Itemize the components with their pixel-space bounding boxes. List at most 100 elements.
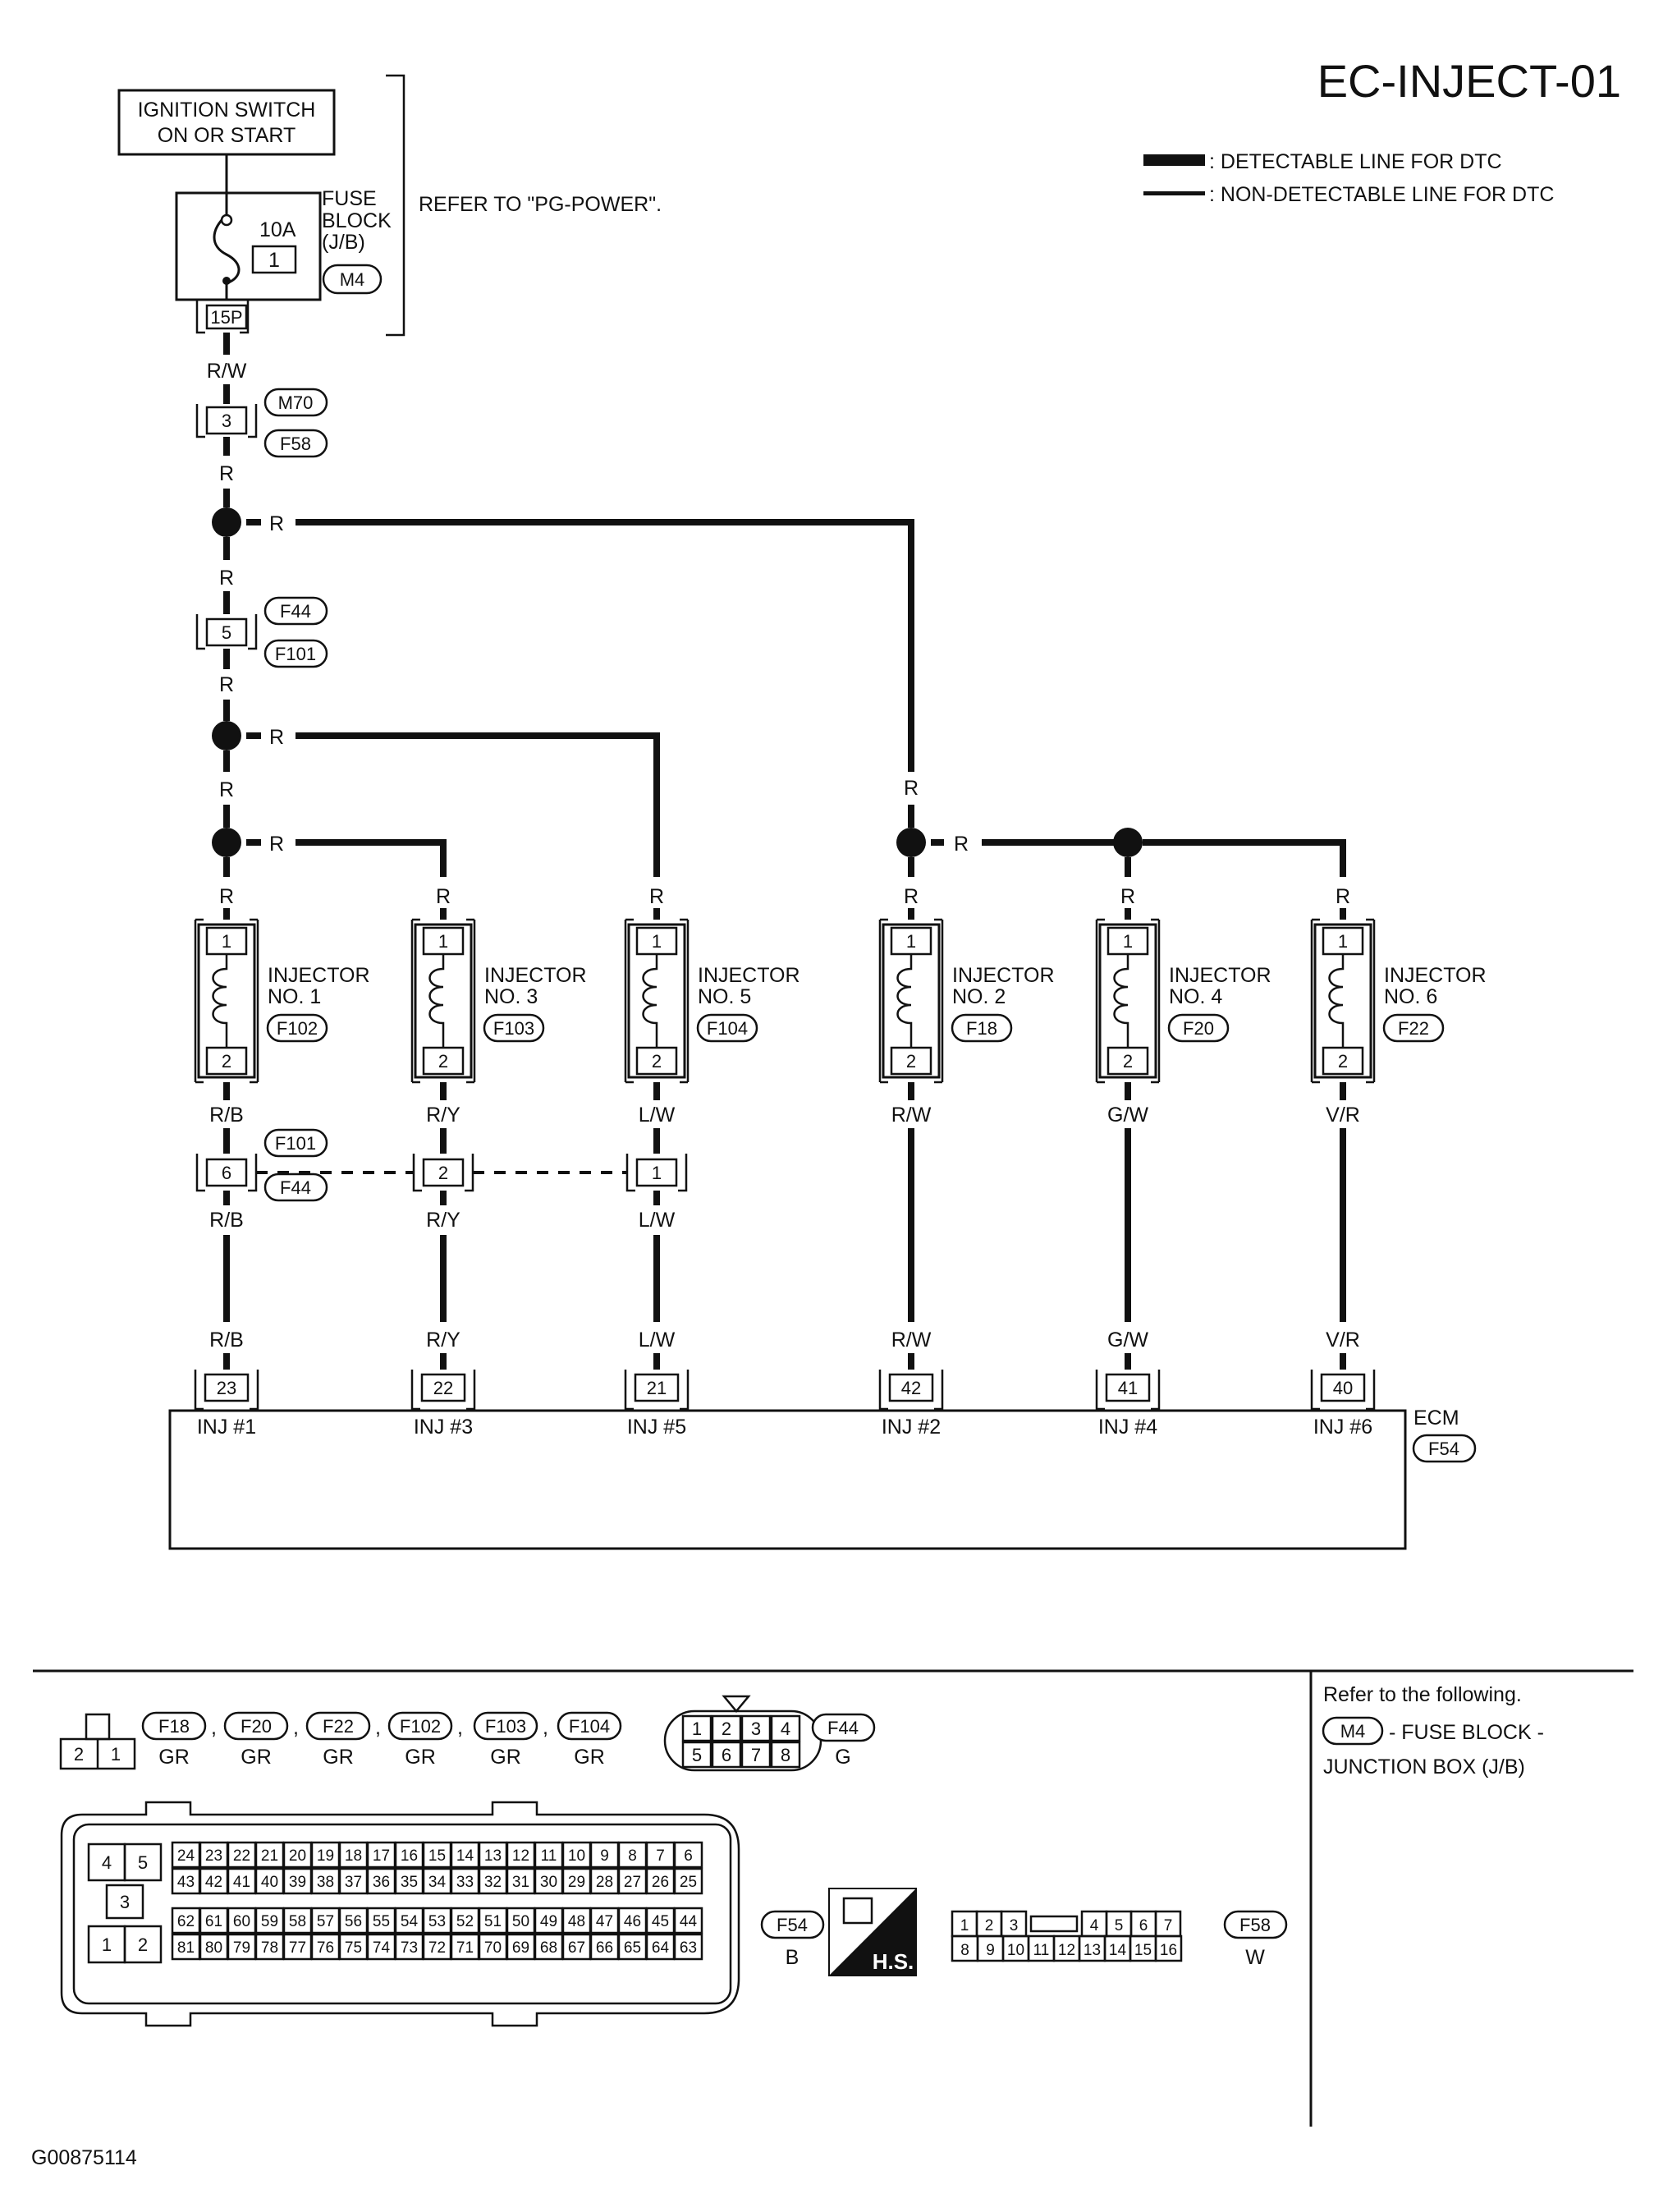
connector-f101-6-bracket [195, 1154, 258, 1192]
ecm-pin: 12 [512, 1847, 529, 1865]
f58-pin: 6 [1139, 1917, 1148, 1934]
ecm-terminal-box [1320, 1373, 1366, 1402]
wire-color-injector-out: R/B [209, 1104, 244, 1127]
connector-f44-5-pin: 5 [222, 622, 231, 643]
wire-color-r-injector-feed: R [649, 885, 664, 908]
ecm-pin: 48 [568, 1913, 585, 1930]
f58-pin: 1 [960, 1917, 969, 1934]
injector-coil-icon [642, 954, 658, 1048]
ignition-switch-line2: ON OR START [158, 124, 296, 147]
ecm-pin: 40 [261, 1874, 278, 1891]
f44-pin: 1 [692, 1719, 702, 1739]
fuse-block-label-3: (J/B) [322, 231, 365, 254]
injector-bracket [624, 918, 690, 1084]
f44-pin: 4 [781, 1719, 790, 1739]
connector-f44-5-box [205, 617, 248, 647]
ecm-pin: 38 [317, 1874, 334, 1891]
f58-pin-cell [1154, 1934, 1183, 1962]
inj-connector-color: GR [241, 1746, 272, 1769]
ecm-pin: 9 [600, 1847, 609, 1865]
wire-color-ecm-in: R/Y [426, 1329, 460, 1352]
inj-connector-id: F18 [158, 1716, 190, 1737]
fuse-block-connector-id: M4 [340, 269, 365, 290]
wire-color-injector-out: V/R [1326, 1104, 1360, 1127]
f44-pin-cell [770, 1741, 801, 1769]
ecm-pin: 6 [684, 1847, 693, 1865]
ecm-pin: 56 [345, 1913, 362, 1930]
f58-pin: 4 [1090, 1917, 1099, 1934]
wire-color-rw: R/W [207, 360, 247, 383]
inj-connector-separator: , [293, 1716, 299, 1739]
ecm-pin-cell [673, 1907, 703, 1934]
ecm-terminal-bracket [878, 1370, 944, 1411]
injector-connector-id: F103 [493, 1018, 534, 1039]
splice-1 [212, 507, 241, 537]
inj-connector-id: F104 [569, 1716, 610, 1737]
ecm-connector-inner [72, 1823, 732, 2005]
ecm-pin: 33 [456, 1874, 474, 1891]
wire-color-r-injector-feed: R [1336, 885, 1350, 908]
ecm-pin: 22 [233, 1847, 250, 1865]
f44-pin-cell [681, 1714, 712, 1742]
f54-connector-id: F54 [777, 1915, 808, 1935]
ecm-terminal-bracket [194, 1370, 259, 1411]
ecm-pin: 50 [512, 1913, 529, 1930]
ecm-pin: 80 [205, 1939, 222, 1957]
connector-m70-id: M70 [278, 392, 314, 413]
inj-connector-tag [141, 1711, 207, 1741]
connector-f101-2-bracket [412, 1154, 474, 1192]
injector-body [414, 923, 473, 1079]
f44-connector-tag [811, 1713, 876, 1742]
injector-label-1: INJECTOR [1384, 964, 1487, 987]
ecm-pin: 20 [289, 1847, 306, 1865]
f58-pin: 3 [1010, 1917, 1019, 1934]
injector-pin-top: 1 [1338, 931, 1348, 952]
wire-color-r-2: R [269, 512, 284, 535]
f58-pin: 12 [1058, 1942, 1075, 1959]
inj-connector-tag [223, 1711, 289, 1741]
legend-detectable-label: : DETECTABLE LINE FOR DTC [1209, 150, 1502, 173]
ecm-pin: 74 [373, 1939, 391, 1957]
connector-f101-2-box [422, 1158, 465, 1187]
connector-f44-id-lower: F44 [280, 1177, 311, 1198]
ecm-pin: 58 [289, 1913, 306, 1930]
injector-label-1: INJECTOR [952, 964, 1055, 987]
ecm-terminal-name: INJ #1 [197, 1416, 256, 1439]
ecm-pin: 31 [512, 1874, 529, 1891]
ecm-pin-cell [673, 1933, 703, 1961]
ecm-connector-shell [60, 1801, 740, 2027]
label-mask-r8 [901, 772, 921, 800]
f58-pin: 11 [1033, 1942, 1050, 1959]
injector-connector-tag [951, 1013, 1013, 1043]
ignition-switch-line1: IGNITION SWITCH [138, 99, 316, 122]
f44-pin: 2 [722, 1719, 731, 1739]
page-title: EC-INJECT-01 [1317, 55, 1621, 107]
ecm-pin: 28 [596, 1874, 613, 1891]
ecm-pin: 8 [628, 1847, 637, 1865]
f58-pin: 9 [986, 1942, 995, 1959]
ecm-pin: 76 [317, 1939, 334, 1957]
ecm-box [168, 1409, 1407, 1550]
f58-pin: 14 [1109, 1942, 1127, 1959]
refer-note-connector-id: M4 [1340, 1721, 1366, 1742]
ecm-terminal-pin: 41 [1118, 1378, 1138, 1398]
injector-pin-top: 1 [222, 931, 231, 952]
f44-pin-cell [770, 1714, 801, 1742]
splice-2 [212, 721, 241, 750]
ecm-pin: 73 [401, 1939, 418, 1957]
ecm-pin: 47 [596, 1913, 613, 1930]
ecm-pin: 23 [205, 1847, 222, 1865]
ecm-terminal-bracket [624, 1370, 690, 1411]
ecm-pin: 7 [656, 1847, 665, 1865]
ecm-pin: 81 [177, 1939, 195, 1957]
wire-color-r-injector-feed: R [219, 885, 234, 908]
injector-coil-icon [428, 954, 445, 1048]
ecm-power-pin-cell [105, 1884, 144, 1920]
inj-connector-pin-b: 1 [111, 1744, 121, 1765]
injector-coil-icon [1113, 954, 1129, 1048]
wire-color-r-injector-feed: R [436, 885, 451, 908]
ecm-pin: 66 [596, 1939, 613, 1957]
wire-color-r-5: R [269, 726, 284, 749]
